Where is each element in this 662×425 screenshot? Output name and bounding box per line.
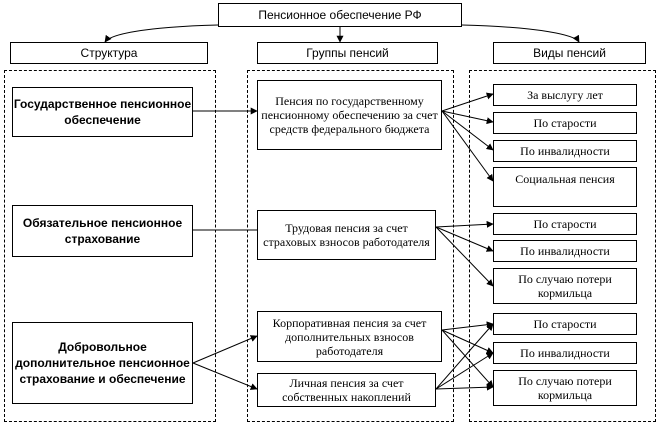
group-personal-pension: Личная пенсия за счет собственных накопл… bbox=[257, 373, 436, 407]
structure-voluntary-insurance-text: Добровольное дополнительное пенсионное с… bbox=[15, 340, 190, 386]
type-survivor-text: По случаю потери кормильца bbox=[518, 374, 612, 402]
type-disability: По инвалидности bbox=[493, 140, 637, 162]
group-personal-pension-text: Личная пенсия за счет собственных накопл… bbox=[282, 376, 411, 404]
type-old-age-text: По старости bbox=[533, 116, 597, 130]
type-long-service: За выслугу лет bbox=[493, 84, 637, 106]
type-disability-text: По инвалидности bbox=[520, 346, 610, 360]
type-disability: По инвалидности bbox=[493, 342, 637, 364]
header-groups-text: Группы пенсий bbox=[306, 46, 389, 60]
type-long-service-text: За выслугу лет bbox=[527, 88, 603, 102]
type-old-age: По старости bbox=[493, 313, 637, 335]
header-groups: Группы пенсий bbox=[257, 42, 438, 64]
type-disability: По инвалидности bbox=[493, 240, 637, 262]
structure-mandatory-insurance: Обязательное пенсионное страхование bbox=[12, 205, 193, 257]
header-structure-text: Структура bbox=[80, 46, 138, 60]
structure-mandatory-insurance-text: Обязательное пенсионное страхование bbox=[22, 216, 183, 246]
group-corporate-pension: Корпоративная пенсия за счет дополнитель… bbox=[257, 311, 442, 362]
types-column-frame bbox=[469, 70, 656, 422]
group-labor-pension: Трудовая пенсия за счет страховых взносо… bbox=[257, 210, 436, 260]
type-disability-text: По инвалидности bbox=[520, 144, 610, 158]
structure-voluntary-insurance: Добровольное дополнительное пенсионное с… bbox=[12, 322, 193, 404]
type-old-age-text: По старости bbox=[533, 217, 597, 231]
group-federal-budget-pension-text: Пенсия по государственному пенсионному о… bbox=[261, 94, 438, 136]
group-federal-budget-pension: Пенсия по государственному пенсионному о… bbox=[257, 80, 442, 150]
group-corporate-pension-text: Корпоративная пенсия за счет дополнитель… bbox=[272, 315, 427, 358]
type-survivor: По случаю потери кормильца bbox=[493, 370, 637, 406]
header-types-text: Виды пенсий bbox=[533, 46, 606, 60]
type-social-pension-text: Социальная пенсия bbox=[515, 172, 615, 186]
structure-state-pension-text: Государственное пенсионное обеспечение bbox=[13, 97, 192, 127]
header-types: Виды пенсий bbox=[493, 42, 646, 64]
type-survivor: По случаю потери кормильца bbox=[493, 268, 637, 304]
groups-column-frame bbox=[247, 70, 454, 422]
type-survivor-text: По случаю потери кормильца bbox=[518, 272, 612, 300]
type-old-age: По старости bbox=[493, 112, 637, 134]
type-social-pension: Социальная пенсия bbox=[493, 167, 637, 207]
diagram-title: Пенсионное обеспечение РФ bbox=[218, 3, 462, 27]
structure-state-pension: Государственное пенсионное обеспечение bbox=[12, 87, 193, 137]
type-old-age: По старости bbox=[493, 213, 637, 235]
structure-column-frame bbox=[4, 70, 216, 422]
header-structure: Структура bbox=[10, 42, 208, 64]
type-old-age-text: По старости bbox=[533, 317, 597, 331]
diagram-title-text: Пенсионное обеспечение РФ bbox=[258, 8, 422, 22]
type-disability-text: По инвалидности bbox=[520, 244, 610, 258]
group-labor-pension-text: Трудовая пенсия за счет страховых взносо… bbox=[263, 221, 430, 249]
